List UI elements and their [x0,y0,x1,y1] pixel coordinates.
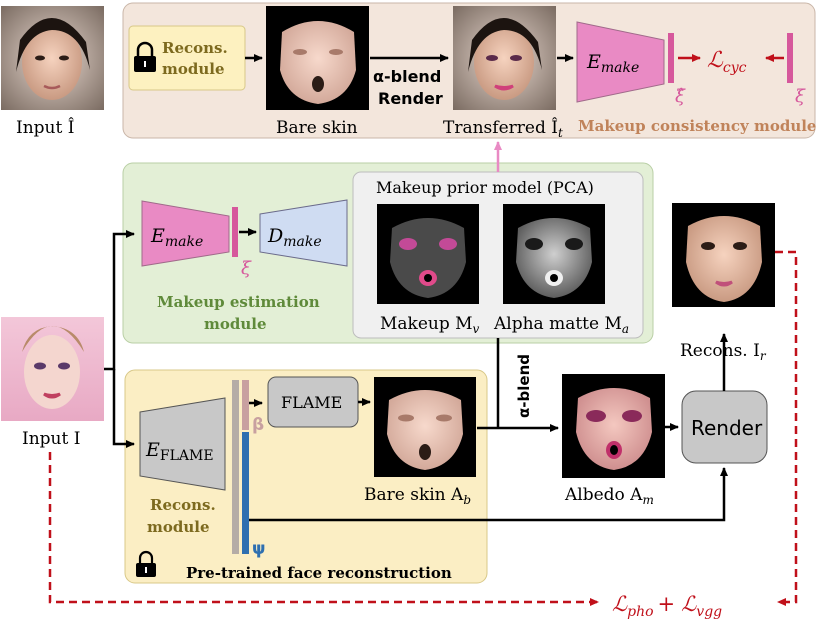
transferred-image [453,6,556,110]
d-make-decoder [259,199,348,267]
beta-bar [242,380,249,430]
recons-ir-image [672,203,775,307]
input-branch-line [104,230,135,371]
input-to-eflame-line [112,369,135,448]
recons-module-top-line1: Recons. [162,39,228,57]
e-make-mid-label: Emake [150,225,203,250]
loss-cyc-label: ℒcyc [707,48,747,76]
xi-gt-latent-bar [787,33,793,83]
flame-label: FLAME [281,393,342,412]
xi-mid-latent-bar [232,207,238,257]
loss-pho-vgg-label: ℒpho+ℒvgg [612,592,722,620]
latent-code-bar [232,380,239,554]
makeup-consistency-title: Makeup consistency module [578,117,816,135]
psi-label: ψ [252,539,266,559]
lock-icon-top [134,41,156,72]
makeup-mv-label: Makeup Mv [380,314,480,336]
makeup-mv-image [377,204,479,304]
render-label-top: Render [378,89,443,108]
xi-mid-label: ξ [241,258,252,279]
alpha-matte-image [503,204,605,304]
bare-skin-ab-label: Bare skin Ab [364,485,471,507]
d-make-label: Dmake [267,225,322,250]
alpha-blend-vertical-label: α-blend [515,354,533,418]
input-i-label: Input I [22,429,80,449]
render-label: Render [691,416,763,440]
recons-ir-label: Recons. Ir [680,341,767,363]
e-make-mid-encoder [141,200,230,267]
xi-hat-latent-bar [668,33,674,83]
xi-hat-label: ξ̂ [675,86,686,107]
alpha-matte-label: Alpha matte Ma [493,314,629,336]
albedo-am-image [562,374,665,478]
lock-icon-bottom [136,550,156,577]
input-i-photo [1,317,104,421]
transferred-label: Transferred Ît [443,117,563,140]
e-flame-encoder [139,397,226,491]
makeup-estimation-title-line1: Makeup estimation [157,293,320,311]
recons-module-bottom-line1: Recons. [150,496,216,514]
recons-module-bottom-line2: module [147,518,210,536]
bare-skin-top-label: Bare skin [276,118,358,138]
input-hat-label: Input Î [16,117,75,138]
loss-path-input [48,452,599,606]
alpha-blend-label: α-blend [373,67,441,86]
arrow-psi-to-render [249,467,728,522]
pretrained-title: Pre-trained face reconstruction [186,564,452,582]
xi-gt-label: ξ [795,86,806,107]
e-make-top-label: Emake [586,51,639,76]
recons-module-top-line2: module [162,60,225,78]
prior-model-title: Makeup prior model (PCA) [376,178,594,197]
e-flame-label: EFLAME [145,439,214,464]
albedo-am-label: Albedo Am [564,485,654,507]
beta-label: β [252,415,264,435]
bare-skin-top-image [266,6,369,110]
makeup-estimation-title-line2: module [204,315,267,333]
psi-bar [242,432,249,554]
loss-path-recons [775,250,798,606]
e-make-top-encoder [576,21,665,103]
input-hat-photo [1,6,104,110]
bare-skin-ab-image [374,377,476,477]
